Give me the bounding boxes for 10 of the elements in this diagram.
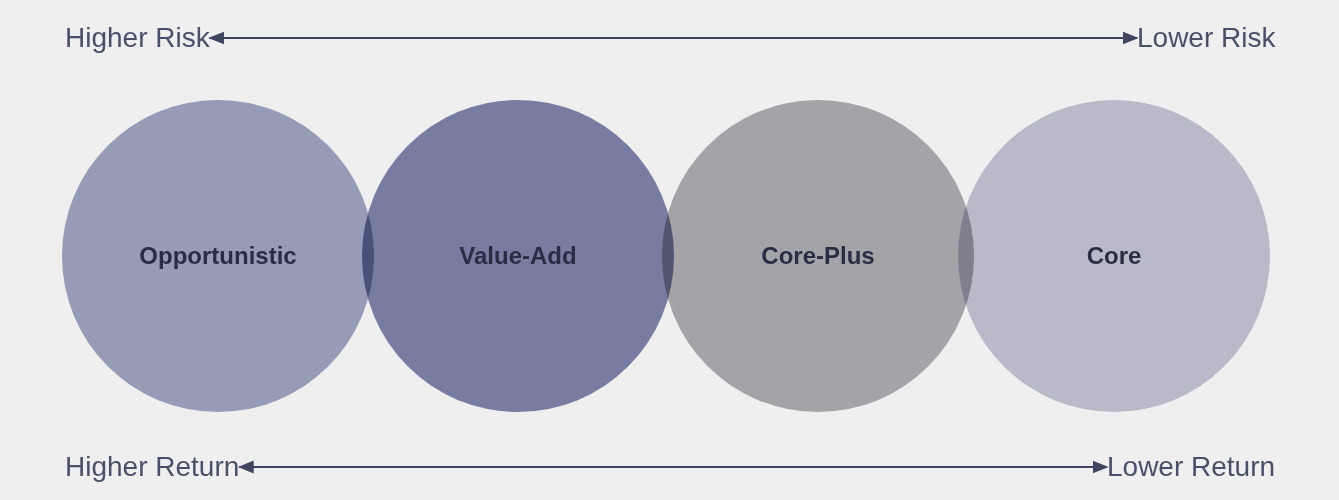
strategy-label: Core: [1086, 242, 1142, 270]
axis-end-label: Lower Return: [1107, 450, 1276, 484]
strategy-label: Opportunistic: [139, 242, 297, 270]
axis-end-label: Higher Risk: [65, 21, 210, 55]
strategy-label: Value-Add: [459, 242, 577, 270]
double-arrow: [237, 460, 1109, 474]
axis-end-label: Higher Return: [65, 450, 240, 484]
double-arrow: [208, 31, 1139, 45]
axis-end-label: Lower Risk: [1137, 21, 1276, 55]
strategy-label: Core-Plus: [761, 242, 875, 270]
